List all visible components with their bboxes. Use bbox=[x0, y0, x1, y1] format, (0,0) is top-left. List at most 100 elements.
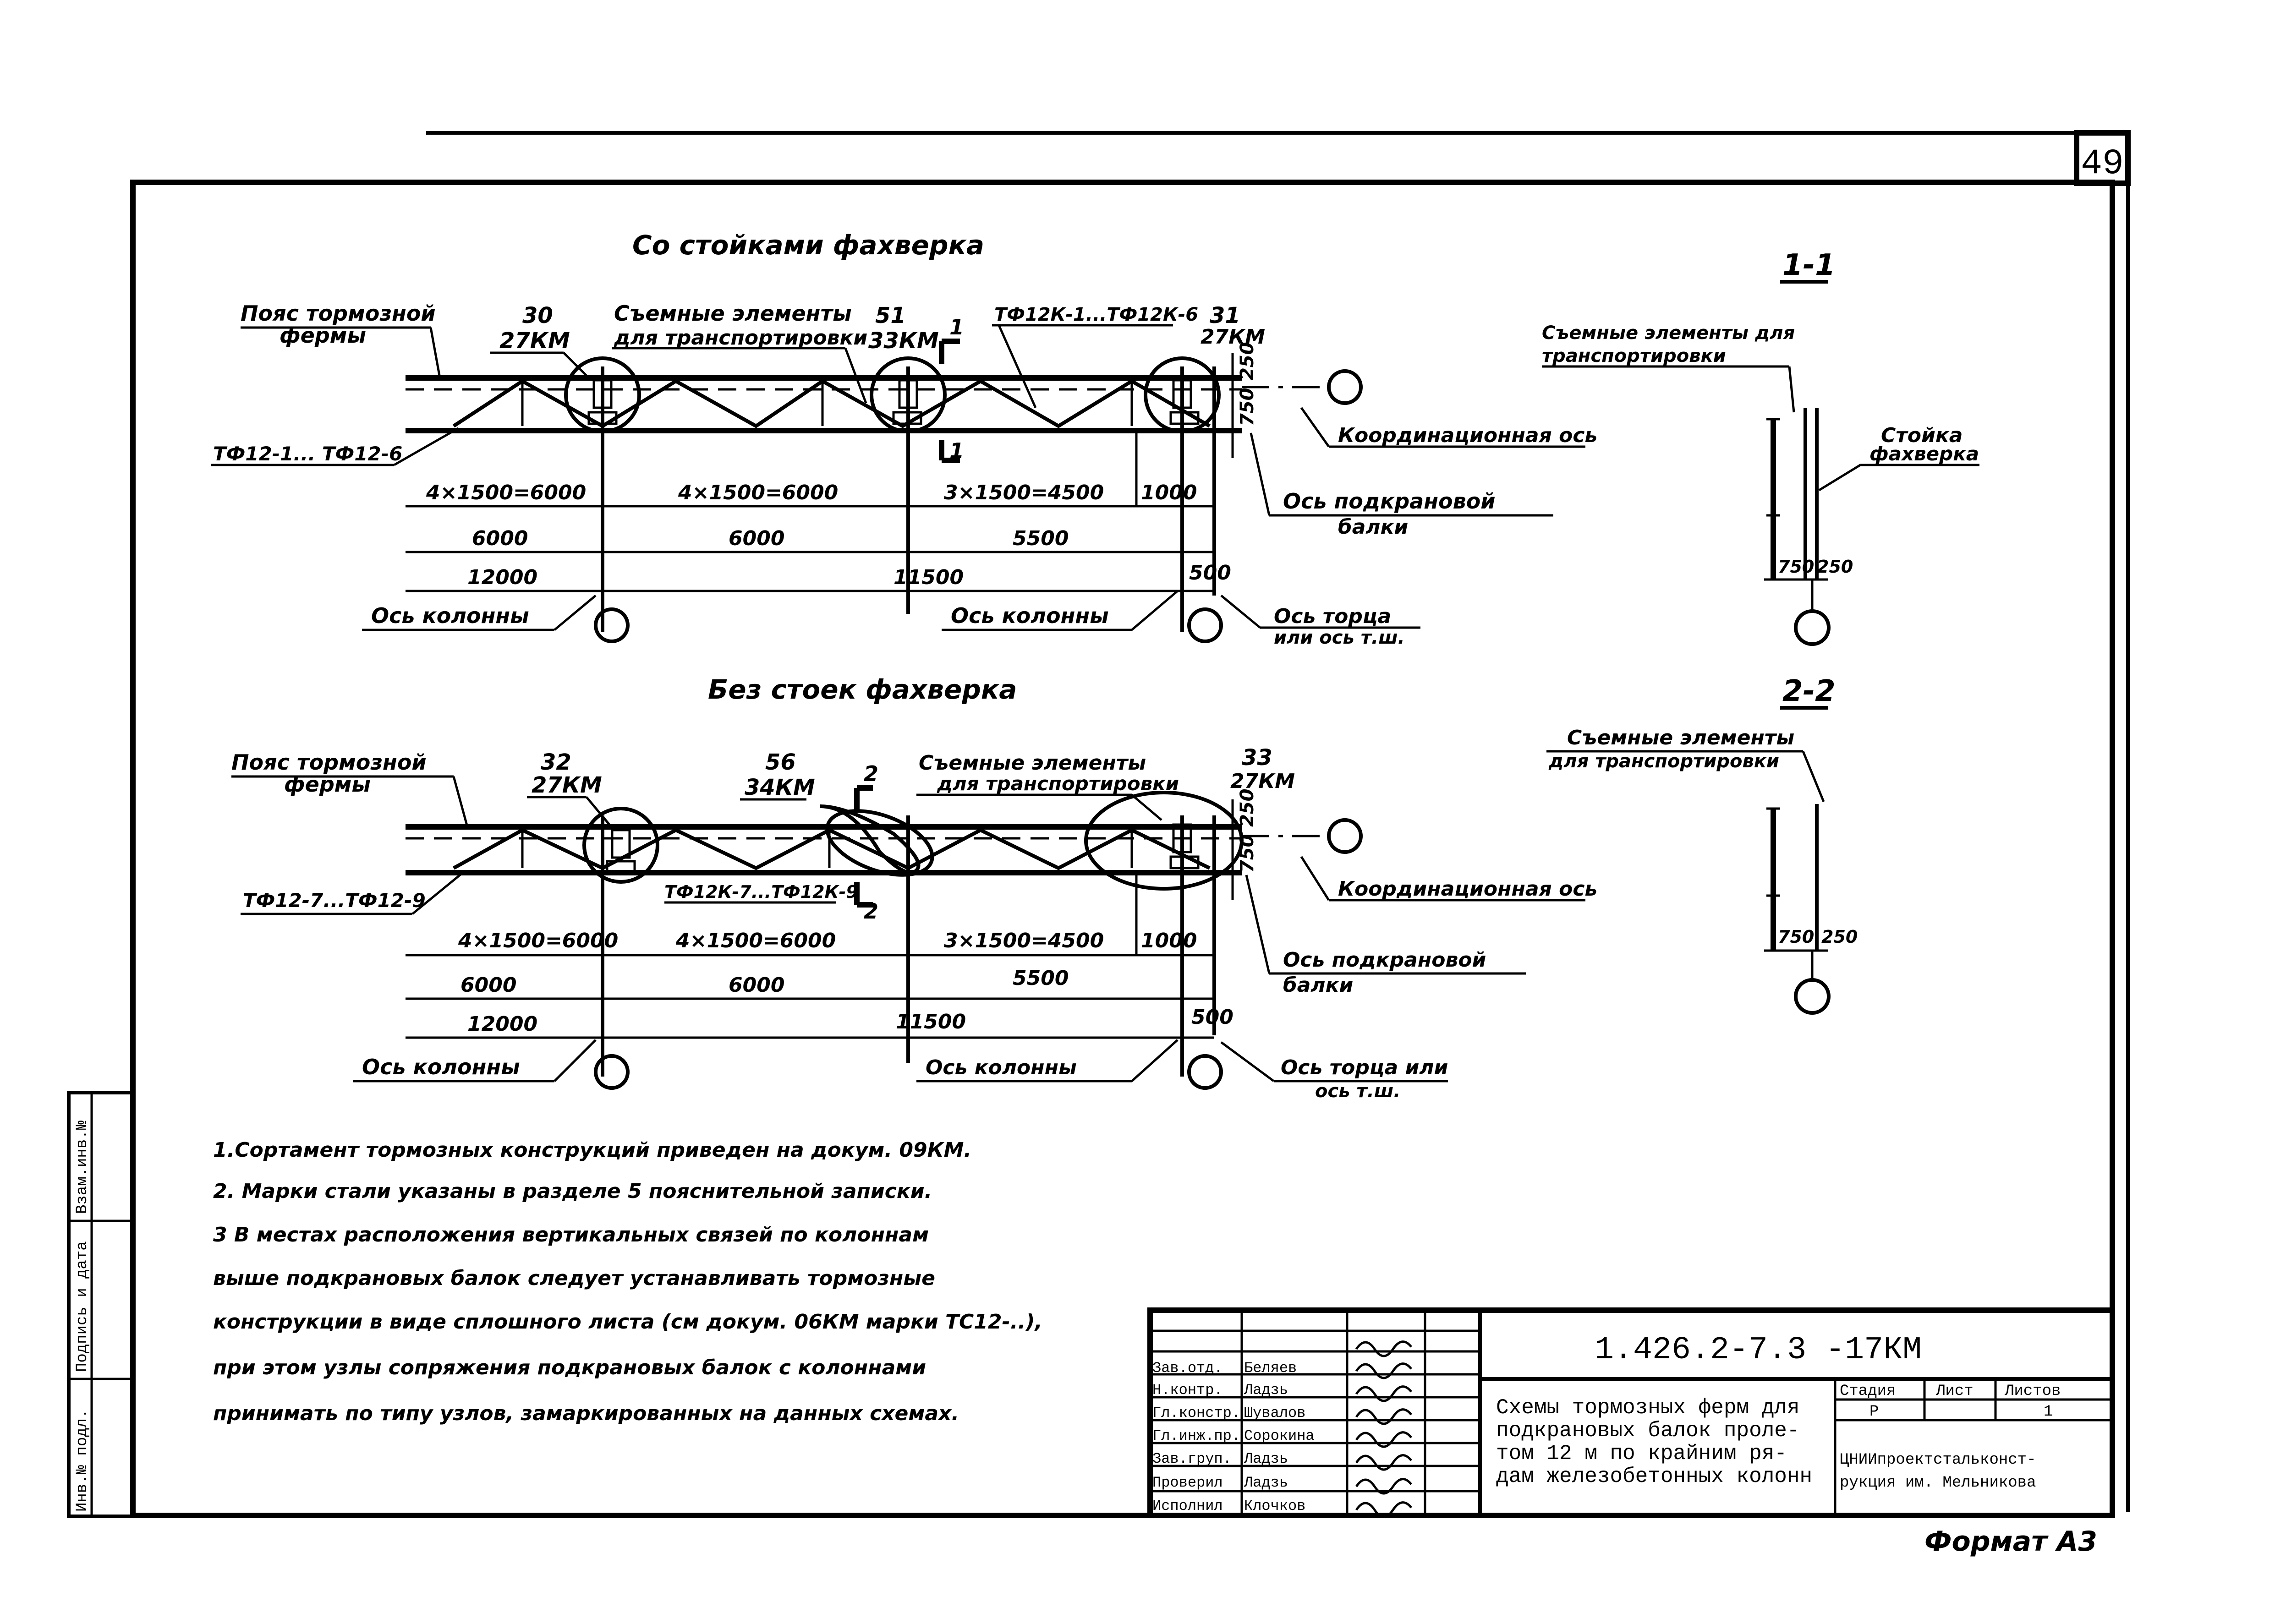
section-2-removable-2: для транспортировки bbox=[1548, 751, 1779, 772]
bottom-belt-label-1: Пояс тормозной bbox=[231, 750, 427, 775]
role-5: Зав.груп. bbox=[1152, 1450, 1232, 1467]
top-dim-750: 750 bbox=[1237, 388, 1258, 427]
bottom-dim-r1-c: 3×1500=4500 bbox=[944, 929, 1104, 952]
top-end-axis-1: Ось торца bbox=[1274, 605, 1391, 628]
sheet-label: Лист bbox=[1935, 1383, 1974, 1400]
top-belt-label-1: Пояс тормозной bbox=[241, 301, 436, 326]
bottom-dim-250: 250 bbox=[1237, 789, 1258, 827]
top-node-31-doc: 27КМ bbox=[1201, 325, 1265, 349]
notes-block: 1.Сортамент тормозных конструкций привед… bbox=[213, 1138, 1042, 1425]
stage-label: Стадия bbox=[1840, 1383, 1896, 1400]
name-4: Сорокина bbox=[1244, 1427, 1315, 1444]
note-line-1: 1.Сортамент тормозных конструкций привед… bbox=[213, 1138, 971, 1162]
node-51-circle bbox=[870, 356, 947, 433]
bottom-end-axis-1: Ось торца или bbox=[1281, 1056, 1448, 1079]
bottom-dim-r1-d: 1000 bbox=[1141, 929, 1197, 952]
top-column-axis-mid: Ось колонны bbox=[951, 603, 1109, 628]
bottom-dim-r3-c: 500 bbox=[1191, 1006, 1233, 1029]
bottom-truss-marks-left: ТФ12-7...ТФ12-9 bbox=[243, 889, 426, 912]
top-crane-axis-1: Ось подкрановой bbox=[1283, 489, 1496, 514]
bottom-dim-r2-b: 6000 bbox=[729, 973, 784, 997]
role-4: Гл.инж.пр. bbox=[1152, 1427, 1240, 1444]
top-dim-r1-b: 4×1500=6000 bbox=[678, 481, 838, 504]
bottom-node-56-num: 56 bbox=[765, 749, 796, 775]
section-2-title: 2-2 bbox=[1782, 674, 1836, 708]
section-2-dim-750: 750 bbox=[1778, 927, 1814, 947]
description-line-2: подкрановых балок проле- bbox=[1496, 1419, 1800, 1443]
bottom-dim-750: 750 bbox=[1237, 835, 1258, 873]
page-number: 49 bbox=[2081, 144, 2124, 184]
name-6: Ладзь bbox=[1244, 1474, 1288, 1491]
diagram-without-posts: Без стоек фахверка 2 2 bbox=[231, 674, 1597, 1102]
role-1: Зав.отд. bbox=[1152, 1360, 1223, 1377]
description-line-4: дам железобетонных колонн bbox=[1496, 1465, 1812, 1488]
doc-code: 1.426.2-7.3 -17КМ bbox=[1595, 1332, 1922, 1368]
bottom-node-56-doc: 34КМ bbox=[745, 775, 815, 800]
top-node-30-doc: 27КМ bbox=[499, 328, 570, 354]
section-1-post-1: Стойка bbox=[1881, 424, 1963, 447]
node-32-circle bbox=[582, 807, 659, 884]
coord-axis-bubble bbox=[1327, 369, 1363, 405]
section-1-removable-1: Съемные элементы для bbox=[1542, 323, 1795, 344]
section-1-dim-250: 250 bbox=[1817, 557, 1853, 577]
role-3: Гл.констр. bbox=[1152, 1405, 1240, 1422]
bottom-coord-axis: Координационная ось bbox=[1338, 877, 1597, 901]
column-axis-bubble-right-2 bbox=[1187, 1054, 1223, 1090]
section-2-2: 2-2 Съемные элементы для транспортировки… bbox=[1546, 674, 1858, 1015]
top-dim-r1-d: 1000 bbox=[1141, 481, 1197, 504]
role-2: Н.контр. bbox=[1152, 1382, 1223, 1399]
bottom-dim-r3-a: 12000 bbox=[467, 1012, 537, 1036]
bottom-node-32-doc: 27КМ bbox=[532, 772, 602, 798]
note-line-4: выше подкрановых балок следует устанавли… bbox=[213, 1267, 935, 1290]
top-dim-r2-c: 5500 bbox=[1013, 527, 1069, 550]
org-line-2: рукция им. Мельникова bbox=[1840, 1474, 2036, 1492]
section-mark-top-1b: 1 bbox=[949, 438, 964, 463]
top-node-31-num: 31 bbox=[1210, 303, 1240, 328]
role-7: Исполнил bbox=[1152, 1498, 1223, 1515]
section-2-dim-250: 250 bbox=[1821, 927, 1858, 947]
bottom-end-axis-2: ось т.ш. bbox=[1315, 1081, 1400, 1102]
left-stamp-strip: Взам.инв.№ Подпись и дата Инв.№ подл. bbox=[67, 1091, 136, 1518]
section-1-dim-750: 750 bbox=[1778, 557, 1814, 577]
name-7: Клочков bbox=[1244, 1498, 1305, 1515]
top-dim-r1-a: 4×1500=6000 bbox=[426, 481, 586, 504]
top-diagram-title: Со стойками фахверка bbox=[632, 230, 984, 261]
name-1: Беляев bbox=[1244, 1360, 1297, 1377]
section-2-removable-1: Съемные элементы bbox=[1567, 726, 1794, 749]
top-removable-2: для транспортировки bbox=[614, 326, 867, 350]
bottom-diagram-title: Без стоек фахверка bbox=[708, 674, 1017, 705]
node-30-circle bbox=[564, 356, 641, 433]
top-dim-r2-b: 6000 bbox=[729, 527, 784, 550]
name-5: Ладзь bbox=[1244, 1450, 1288, 1467]
top-dim-r3-c: 500 bbox=[1189, 561, 1231, 585]
column-axis-bubble-right bbox=[1187, 607, 1223, 643]
node-56-outline bbox=[820, 804, 921, 875]
section-1-axis-bubble bbox=[1794, 609, 1831, 646]
top-node-30-num: 30 bbox=[522, 303, 553, 328]
bottom-dim-r1-b: 4×1500=6000 bbox=[675, 929, 836, 952]
section-mark-top-1: 1 bbox=[949, 315, 964, 339]
sheet-frame: 49 bbox=[130, 130, 2131, 1518]
top-removable-1: Съемные элементы bbox=[614, 301, 852, 326]
column-axis-bubble-left bbox=[594, 607, 630, 643]
top-truss-marks-bottom: ТФ12-1... ТФ12-6 bbox=[213, 443, 402, 465]
top-crane-axis-2: балки bbox=[1338, 515, 1408, 539]
bottom-removable-1: Съемные элементы bbox=[919, 751, 1146, 775]
bottom-dim-r3-b: 11500 bbox=[896, 1010, 966, 1033]
note-line-2: 2. Марки стали указаны в разделе 5 поясн… bbox=[213, 1180, 932, 1203]
column-axis-bubble-left-2 bbox=[594, 1054, 630, 1090]
section-1-title: 1-1 bbox=[1782, 248, 1836, 282]
format-label: Формат А3 bbox=[1924, 1526, 2097, 1558]
section-2-axis-bubble bbox=[1794, 978, 1831, 1015]
name-2: Ладзь bbox=[1244, 1382, 1288, 1399]
top-dim-r2-a: 6000 bbox=[472, 527, 528, 550]
note-line-5: конструкции в виде сплошного листа (см д… bbox=[213, 1310, 1042, 1334]
section-mark-bottom-2b: 2 bbox=[864, 899, 878, 924]
diagram-with-posts: Со стойками фахверка 1 bbox=[211, 230, 1597, 648]
strip-label-replacement: Взам.инв.№ bbox=[74, 1121, 91, 1214]
bottom-node-33-doc: 27КМ bbox=[1230, 770, 1295, 793]
name-3: Шувалов bbox=[1244, 1405, 1305, 1422]
top-truss-marks-top: ТФ12К-1...ТФ12К-6 bbox=[994, 304, 1198, 325]
bottom-truss-marks-mid: ТФ12К-7...ТФ12К-9 bbox=[664, 882, 858, 902]
